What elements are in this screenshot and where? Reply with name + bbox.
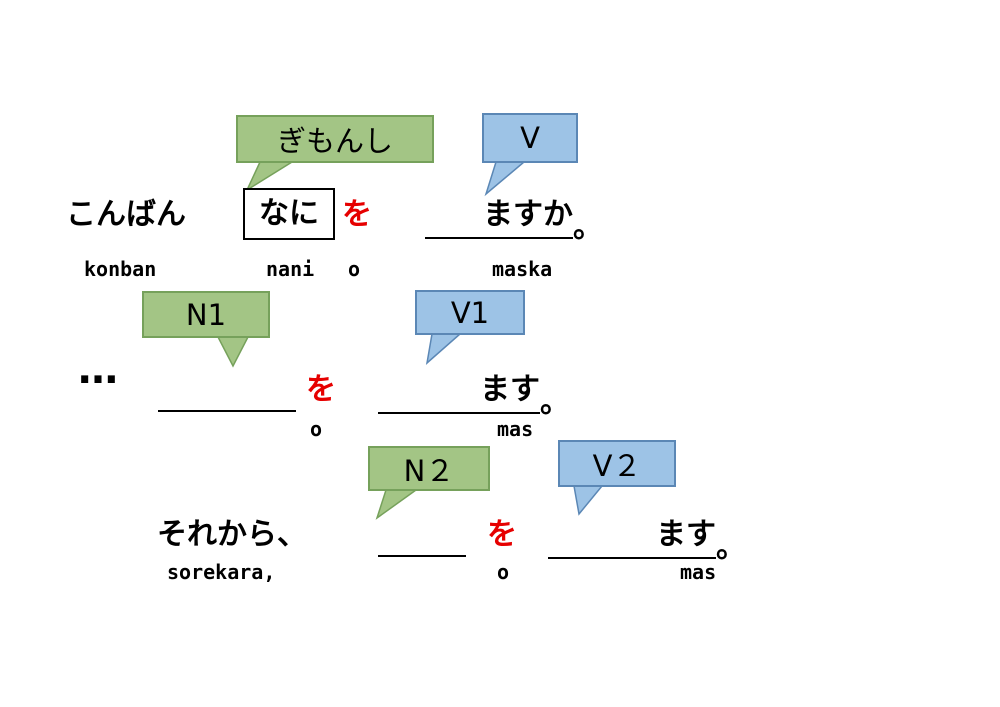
blank-line: [378, 555, 466, 557]
sentence2-particle-wo: を: [306, 372, 336, 407]
sentence1-verb-group: ますか。: [425, 193, 603, 250]
romaji-nani: nani: [266, 257, 315, 281]
callout-v2: V２: [558, 440, 676, 487]
question-word: なに: [259, 196, 319, 231]
sentence3-verb-group: ます。: [548, 513, 746, 570]
sentence1-underline: ますか: [425, 193, 573, 239]
callout-v1-label: V1: [450, 295, 490, 330]
v1-callout-tail: [425, 333, 462, 365]
romaji-mas-3: mas: [680, 560, 717, 584]
sentence1-verb: ますか: [483, 197, 573, 232]
romaji-o-1: o: [348, 257, 361, 281]
callout-n1: N1: [142, 291, 270, 338]
callout-n2-label: N２: [403, 453, 455, 488]
romaji-sorekara: sorekara,: [167, 560, 276, 584]
sentence1-word1: こんばん: [66, 197, 186, 232]
question-word-box: なに: [243, 188, 335, 240]
callout-n2: N２: [368, 446, 490, 491]
v-callout-tail: [484, 161, 527, 197]
sentence2-period: 。: [540, 385, 570, 420]
sentence2-underline: ます: [378, 368, 540, 414]
sentence1-particle-wo: を: [342, 197, 372, 232]
blank-line: [158, 410, 296, 412]
sentence3-verb: ます: [656, 517, 716, 552]
romaji-konban: konban: [84, 257, 157, 281]
romaji-maska: maska: [492, 257, 553, 281]
sentence3-period: 。: [716, 530, 746, 565]
callout-n1-label: N1: [185, 297, 227, 332]
callout-gimonshi-label: ぎもんし: [276, 124, 393, 158]
v2-callout-tail: [573, 485, 604, 516]
sentence2-verb: ます: [480, 372, 540, 407]
sentence3-particle-wo: を: [487, 517, 517, 552]
callout-v: V: [482, 113, 578, 163]
blank-line: [378, 368, 480, 412]
gimonshi-callout-tail: [245, 161, 295, 192]
callout-gimonshi: ぎもんし: [236, 115, 434, 163]
sentence2-verb-group: ます。: [378, 368, 570, 425]
romaji-mas-2: mas: [497, 417, 534, 441]
callout-v1: V1: [415, 290, 525, 335]
sentence2-lead-ellipsis: …: [78, 347, 118, 393]
callout-v-label: V: [520, 121, 540, 155]
blank-line: [548, 513, 656, 557]
sentence3-underline: ます: [548, 513, 716, 559]
romaji-o-3: o: [497, 560, 510, 584]
sentence3-lead: それから、: [157, 517, 307, 552]
romaji-o-2: o: [310, 417, 323, 441]
blank-line: [425, 193, 483, 237]
sentence1-period: 。: [573, 210, 603, 245]
callout-v2-label: V２: [592, 448, 642, 483]
n2-callout-tail: [375, 489, 419, 520]
n1-callout-tail: [216, 336, 250, 368]
